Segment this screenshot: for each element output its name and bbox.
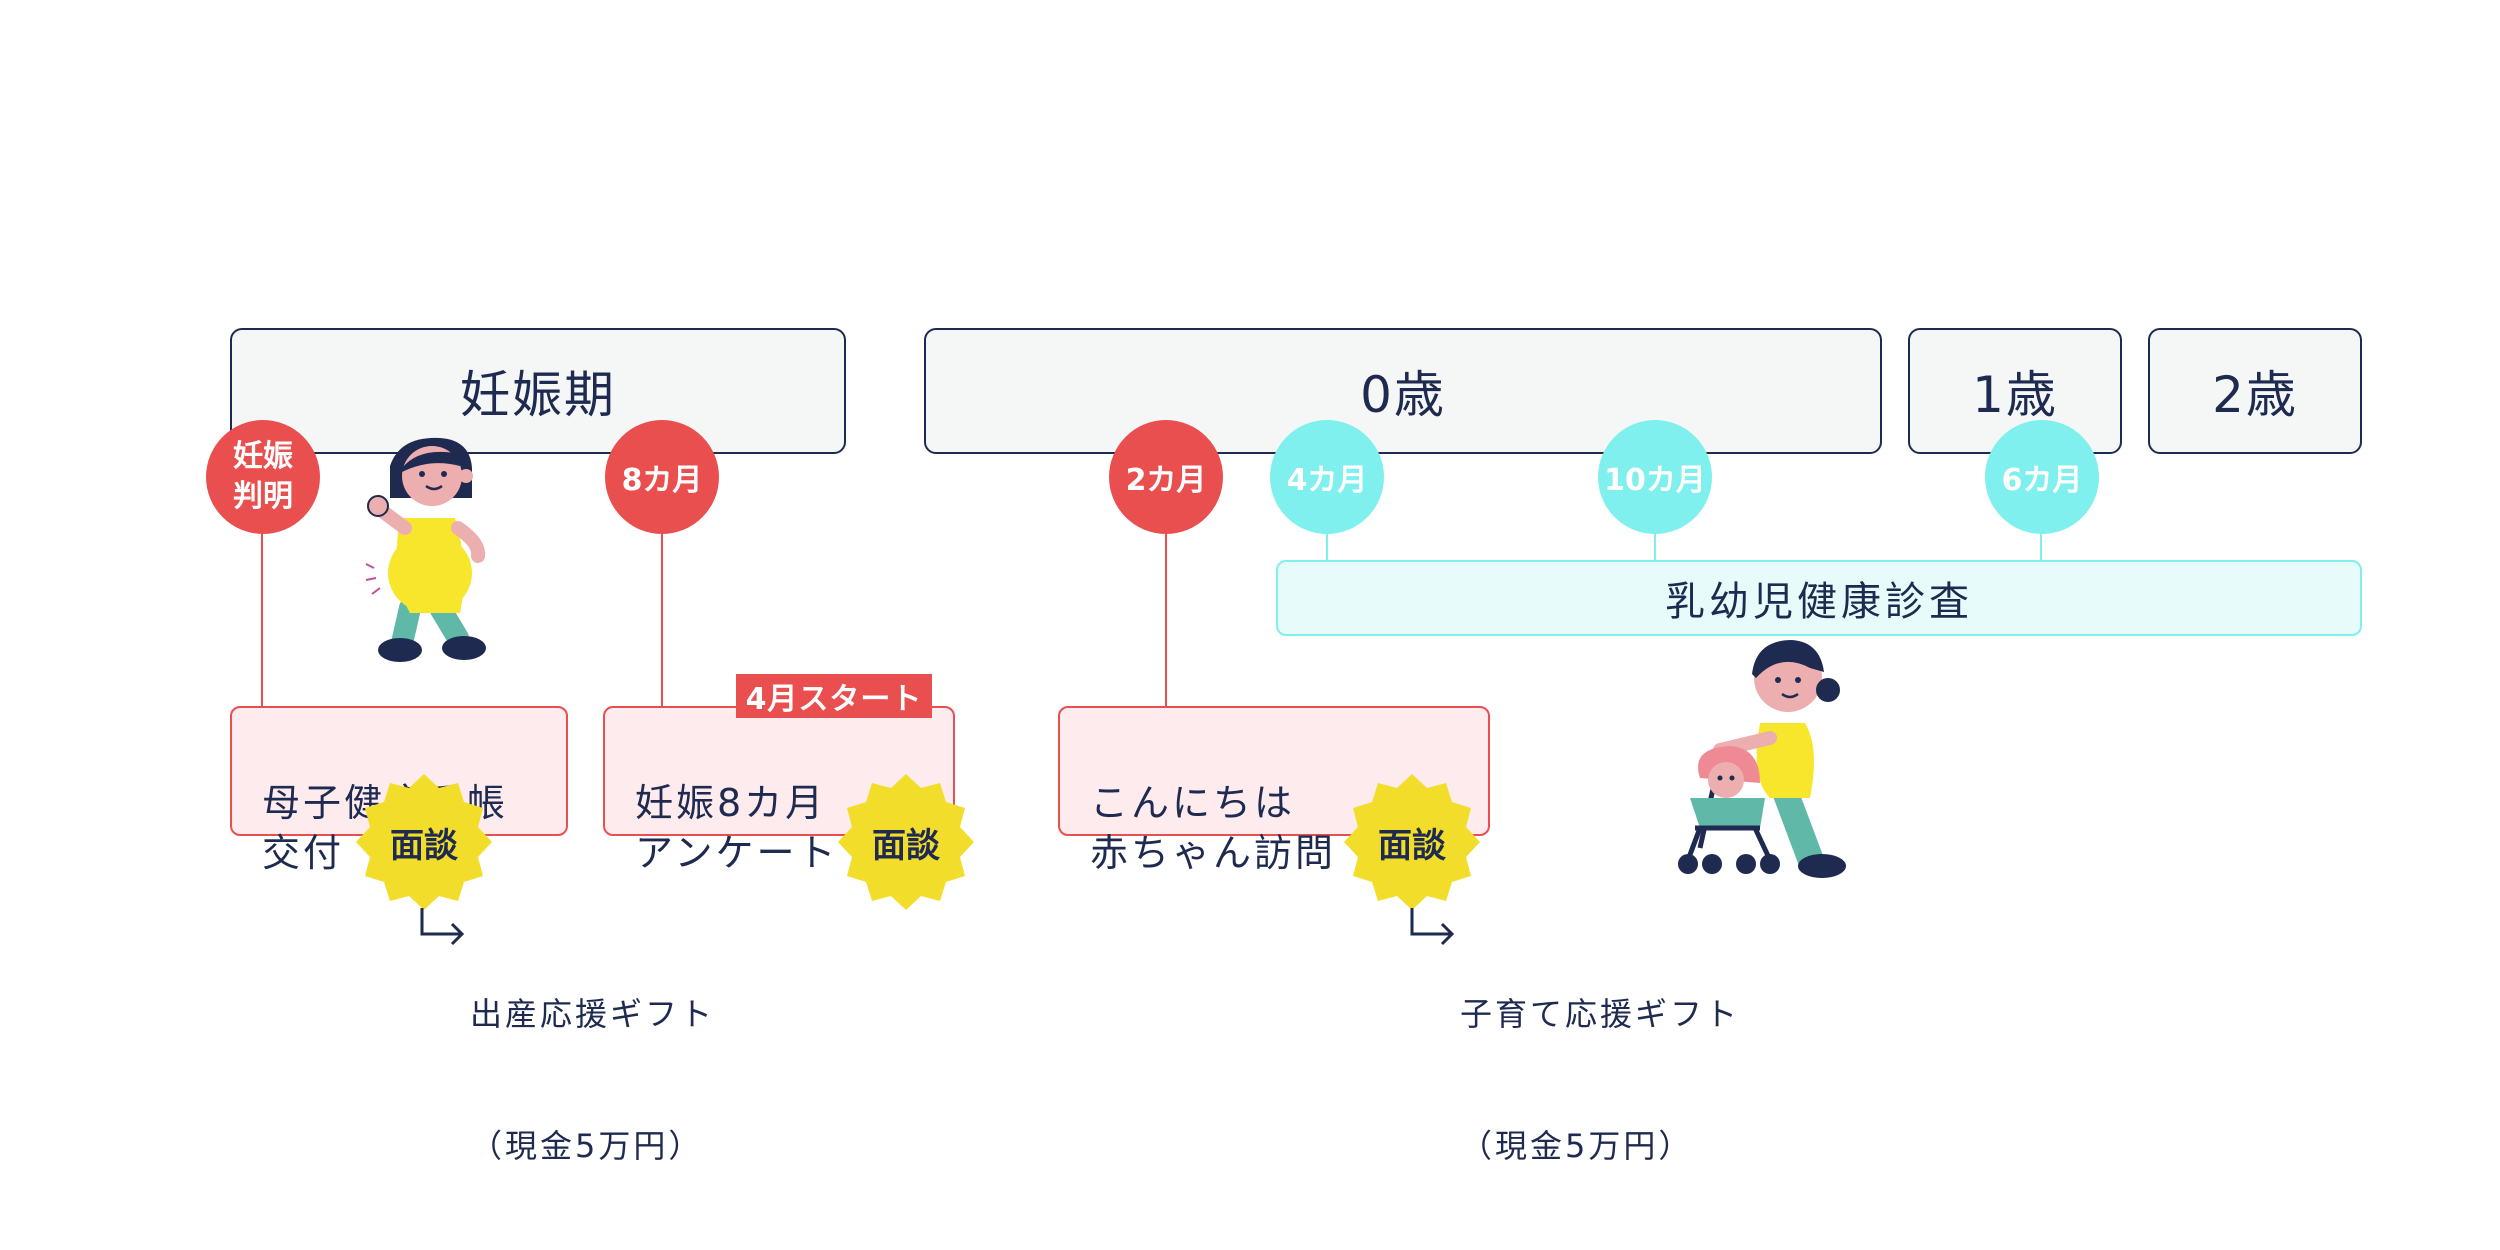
interview-badge-1-starburst: [356, 774, 492, 910]
milestone-month4: 4カ月: [1270, 420, 1384, 534]
period-age-1-label: 1歳: [1972, 366, 2058, 424]
birth-support-gift-line2: （現金5万円）: [470, 1127, 704, 1165]
interview-badge-2: 面談: [836, 772, 976, 912]
milestone-pregnancy-confirmed: 妊娠 判明: [206, 420, 320, 534]
milestone-month6: 6カ月: [1985, 420, 2099, 534]
milestone-month2: 2カ月: [1109, 420, 1223, 534]
milestone-month2-label: 2カ月: [1125, 463, 1207, 498]
connector-month10: [1654, 530, 1656, 560]
interview-badge-1: 面談: [354, 772, 494, 912]
arrow-childcare-gift-icon: [1410, 908, 1455, 946]
period-pregnancy-label: 妊娠期: [460, 366, 616, 424]
interview-badge-1-label: 面談: [390, 825, 458, 866]
period-age-0-label: 0歳: [1360, 366, 1446, 424]
milestone-month8-label: 8カ月: [621, 463, 703, 498]
infant-health-checkup-band: 乳幼児健康診査: [1276, 560, 2362, 636]
childcare-support-gift-line2: （現金5万円）: [1460, 1127, 1694, 1165]
period-age-0: 0歳: [924, 328, 1882, 454]
period-age-2-label: 2歳: [2212, 366, 2298, 424]
birth-support-gift: 出産応援ギフト （現金5万円）: [470, 904, 770, 1212]
connector-month4: [1326, 530, 1328, 560]
april-start-tag-label: 4月スタート: [745, 682, 923, 717]
milestone-month6-label: 6カ月: [2001, 463, 2083, 498]
milestone-pregnancy-confirmed-line1: 妊娠: [233, 439, 293, 474]
milestone-month10-label: 10カ月: [1604, 463, 1706, 498]
interview-badge-3: 面談: [1342, 772, 1482, 912]
milestone-month8: 8カ月: [605, 420, 719, 534]
milestone-pregnancy-confirmed-line2: 判明: [233, 479, 293, 514]
interview-badge-3-starburst: [1344, 774, 1480, 910]
connector-month2: [1165, 530, 1167, 708]
connector-month6: [2040, 530, 2042, 560]
interview-badge-3-label: 面談: [1378, 825, 1446, 866]
event-baby-home-visit-text: こんにちは 赤ちゃん訪問: [1090, 781, 1337, 875]
connector-pregnancy-confirmed: [261, 530, 263, 708]
period-pregnancy: 妊娠期: [230, 328, 846, 454]
milestone-month10: 10カ月: [1598, 420, 1712, 534]
interview-badge-2-label: 面談: [872, 825, 940, 866]
birth-support-gift-line1: 出産応援ギフト: [470, 995, 716, 1033]
pregnant-woman-illustration: [365, 437, 486, 662]
childcare-support-gift-line1: 子育て応援ギフト: [1460, 995, 1741, 1033]
arrow-birth-gift-icon: [420, 908, 465, 946]
milestone-month4-label: 4カ月: [1286, 463, 1368, 498]
connector-month8: [661, 530, 663, 708]
event-8month-survey-text: 妊娠8カ月 アンケート: [635, 781, 839, 875]
parent-with-stroller-illustration: [1678, 640, 1846, 878]
period-age-2: 2歳: [2148, 328, 2362, 454]
infant-health-checkup-label: 乳幼児健康診査: [1665, 579, 1973, 625]
april-start-tag: 4月スタート: [736, 674, 932, 718]
childcare-support-gift: 子育て応援ギフト （現金5万円）: [1460, 904, 1800, 1212]
interview-badge-2-starburst: [838, 774, 974, 910]
